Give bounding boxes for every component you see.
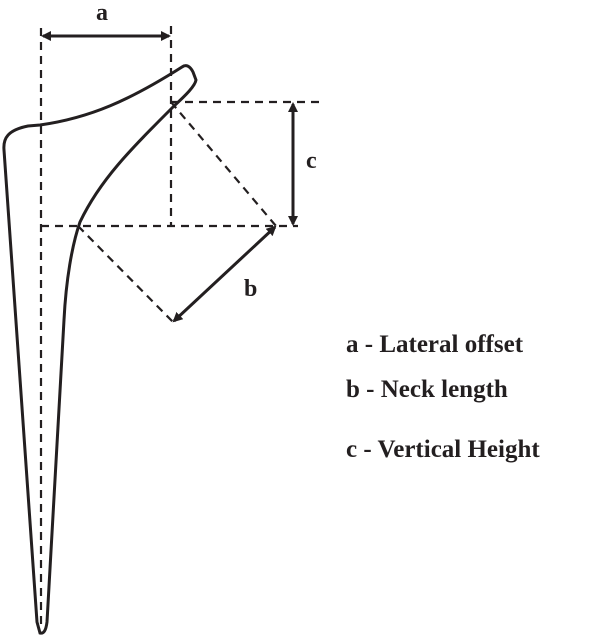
legend-item-a: a - Lateral offset (346, 331, 524, 358)
label-c: c (306, 148, 317, 174)
label-b: b (244, 276, 257, 302)
dimension-arrow-b (172, 225, 277, 323)
femoral-stem-outline (2, 64, 198, 635)
neck-axis-line (170, 101, 277, 227)
neck-base-perpendicular-line (77, 225, 174, 323)
legend-item-b: b - Neck length (346, 376, 508, 403)
legend-item-c: c - Vertical Height (346, 436, 540, 463)
legend: a - Lateral offset b - Neck length c - V… (346, 331, 540, 463)
label-a: a (96, 0, 108, 26)
